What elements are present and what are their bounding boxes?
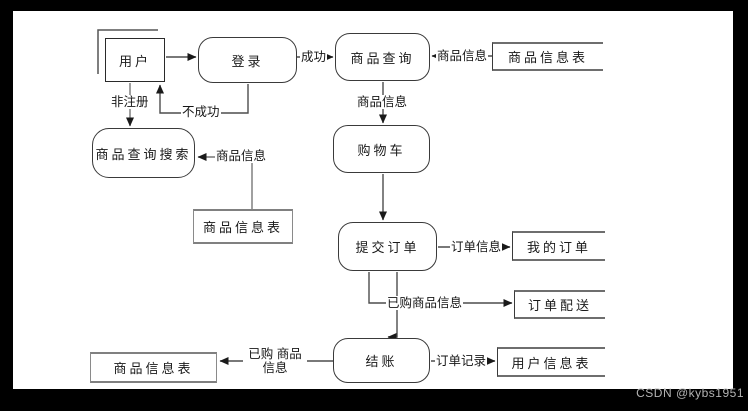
edge-label-success: 成功 — [300, 50, 328, 64]
node-product-info-table-store-bottom: 商品信息表 — [90, 352, 217, 383]
edge-label-product-info-to-query: 商品信息 — [436, 49, 489, 63]
edge-label-purchased-product-info-2line: 已购 商品信息 — [243, 347, 307, 375]
node-user-entity: 用户 — [105, 38, 165, 82]
edge-label-product-info-to-search: 商品信息 — [215, 149, 268, 163]
node-product-info-table-store-top: 商品信息表 — [492, 42, 603, 71]
node-product-query-search-process: 商品查询搜索 — [92, 128, 195, 178]
node-product-query-process: 商品查询 — [335, 33, 430, 81]
node-shopping-cart-process: 购物车 — [333, 125, 430, 173]
node-order-delivery-store: 订单配送 — [514, 290, 605, 319]
csdn-watermark: CSDN @kybs1951 — [636, 386, 744, 400]
node-product-info-table-store-mid: 商品信息表 — [193, 209, 293, 244]
node-my-orders-store: 我的订单 — [512, 231, 605, 261]
edge-label-purchased-product-info: 已购商品信息 — [386, 296, 464, 310]
edge-label-order-info: 订单信息 — [450, 240, 503, 254]
edge-label-product-info-to-cart: 商品信息 — [356, 95, 409, 109]
edge-label-order-record: 订单记录 — [435, 354, 488, 368]
node-submit-order-process: 提交订单 — [338, 222, 437, 271]
edge-label-fail: 不成功 — [181, 105, 221, 119]
node-checkout-process: 结账 — [333, 338, 430, 383]
edge-label-not-registered: 非注册 — [110, 95, 150, 109]
node-user-info-table-store: 用户信息表 — [497, 347, 605, 377]
node-login-process: 登录 — [198, 37, 297, 83]
